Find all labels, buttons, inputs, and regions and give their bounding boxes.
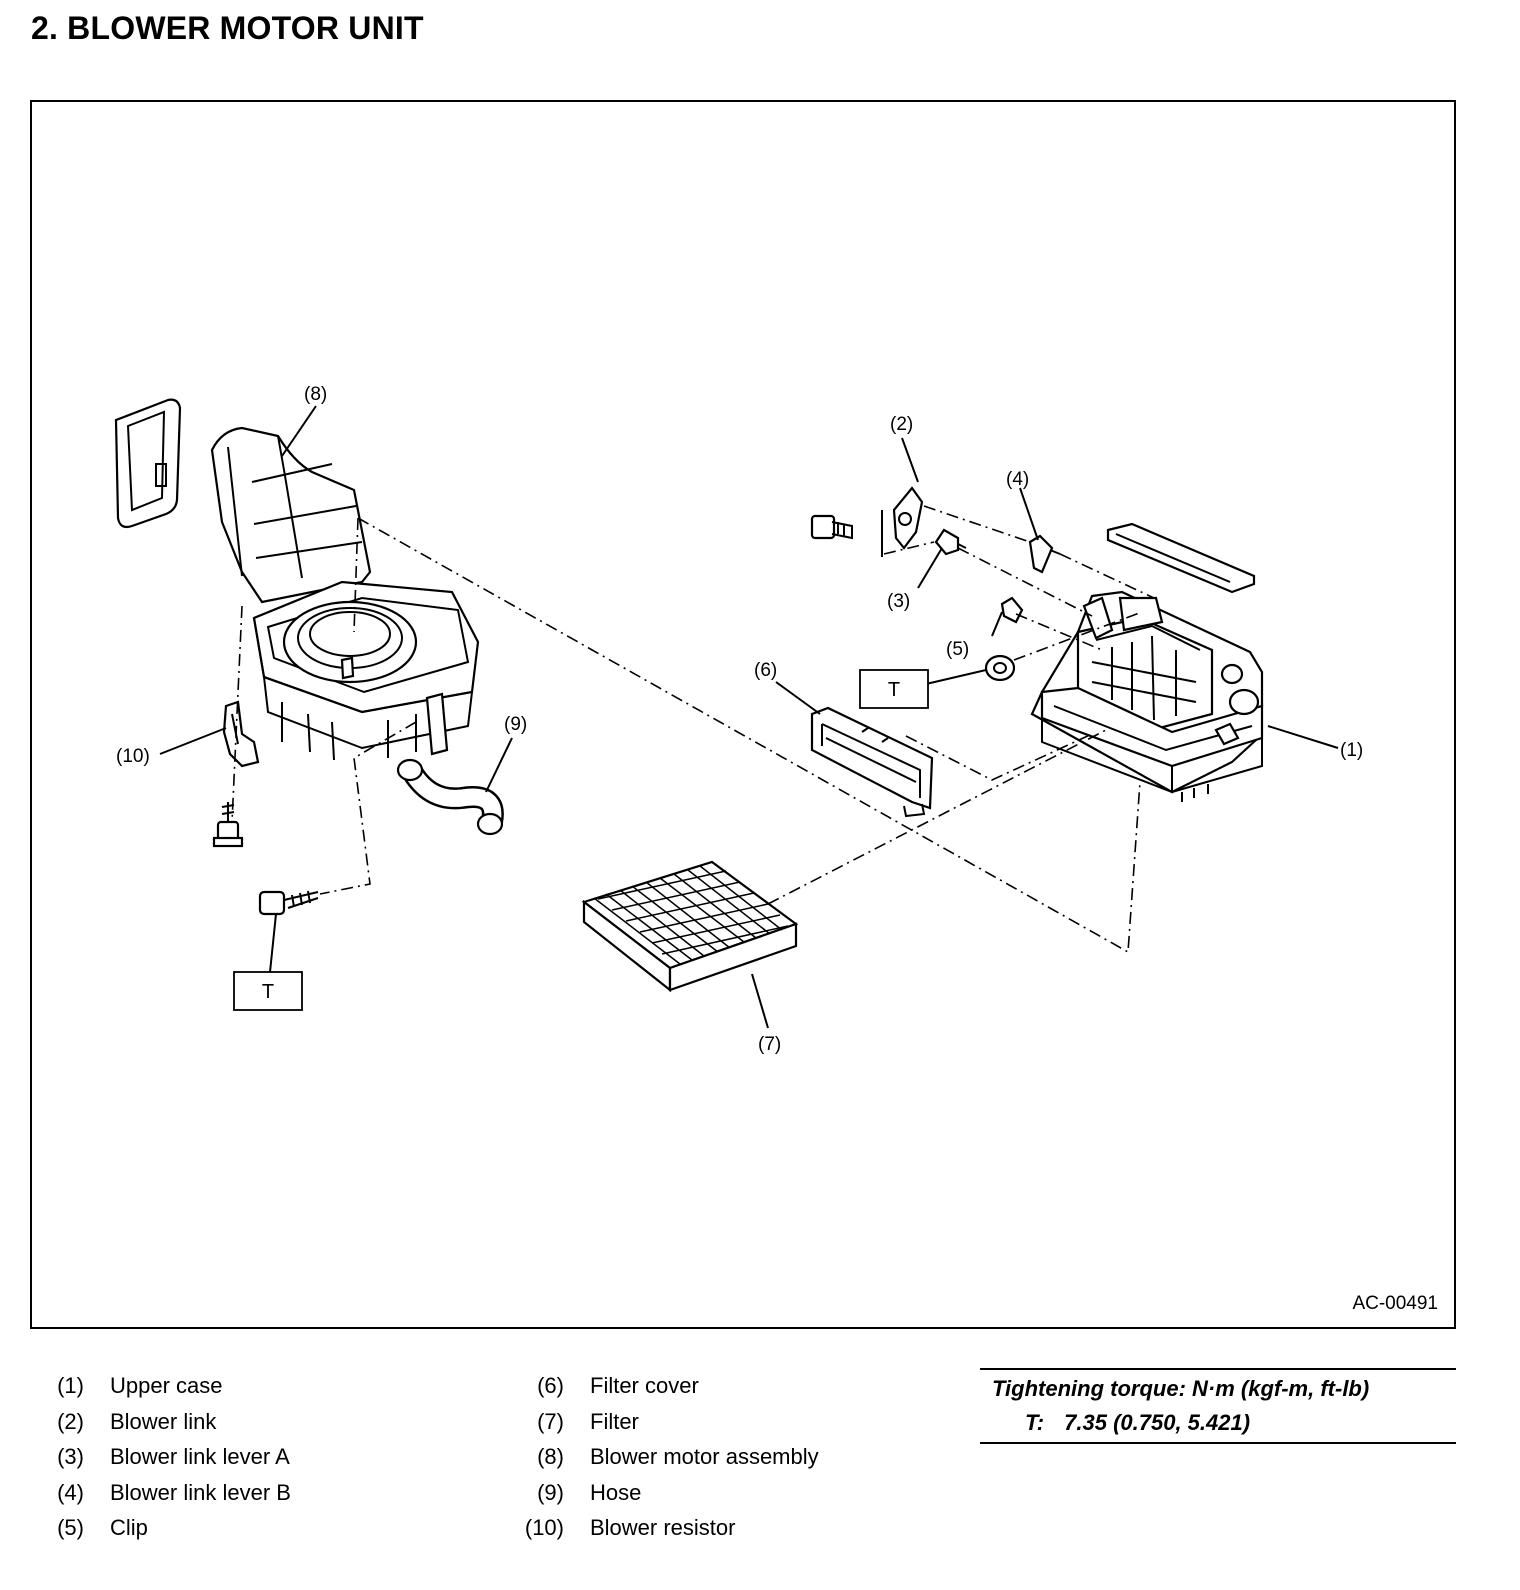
hose-part xyxy=(396,758,504,836)
exploded-view-diagram: (8) (2) (4) (3) (5) (6) (1) (10) (9) (7)… xyxy=(114,384,1363,1055)
callout-3: (3) xyxy=(887,591,910,612)
legend-item: (1) Upper case xyxy=(20,1373,460,1409)
upper-case-part xyxy=(1030,522,1264,802)
legend-number: (1) xyxy=(57,1373,84,1398)
legend-item: (9) Hose xyxy=(500,1480,940,1516)
filter-cover-part xyxy=(810,706,934,818)
torque-box-left: T xyxy=(233,971,303,1011)
legend-column-left: (1) Upper case (2) Blower link (3) Blower l… xyxy=(20,1373,460,1551)
legend-label: Filter cover xyxy=(590,1373,699,1398)
torque-value-row: T: 7.35 (0.750, 5.421) xyxy=(1025,1410,1270,1436)
torque-value: 7.35 (0.750, 5.421) xyxy=(1064,1410,1251,1435)
callout-9: (9) xyxy=(504,714,527,735)
callout-2: (2) xyxy=(890,414,913,435)
torque-heading: Tightening torque: N·m (kgf-m, ft-lb) xyxy=(992,1376,1370,1401)
callout-10: (10) xyxy=(116,746,150,767)
callout-7: (7) xyxy=(758,1034,781,1055)
blower-resistor-part xyxy=(222,700,260,768)
leader-lines xyxy=(159,405,1339,1029)
legend-number: (10) xyxy=(524,1515,564,1540)
nut-clip xyxy=(984,654,1016,682)
tightening-torque-table: Tightening torque: N·m (kgf-m, ft-lb) T:… xyxy=(980,1368,1456,1444)
blower-link-lever-b-part xyxy=(1028,534,1061,574)
legend-item: (5) Clip xyxy=(20,1515,460,1551)
legend-item: (6) Filter cover xyxy=(500,1373,940,1409)
legend-item: (8) Blower motor assembly xyxy=(500,1444,940,1480)
legend-item: (2) Blower link xyxy=(20,1409,460,1445)
legend-number: (2) xyxy=(57,1408,84,1434)
legend-label: Blower motor assembly xyxy=(590,1444,819,1469)
legend-label: Blower link xyxy=(110,1408,217,1434)
legend-column-right: (6) Filter cover (7) Filter (8) Blower moto… xyxy=(500,1373,940,1551)
assembly-guide-lines xyxy=(231,505,1155,954)
legend-number: (5) xyxy=(57,1515,84,1540)
legend-label: Upper case xyxy=(110,1373,223,1398)
callout-6: (6) xyxy=(754,660,777,681)
torque-box-right-label: T xyxy=(888,679,900,701)
callout-1: (1) xyxy=(1340,740,1363,761)
legend-number: (9) xyxy=(537,1479,564,1505)
legend-label: Hose xyxy=(590,1479,642,1505)
legend-label: Blower resistor xyxy=(590,1515,736,1540)
filter-part xyxy=(581,860,799,993)
legend-label: Blower link lever A xyxy=(110,1444,290,1469)
legend-label: Blower link lever B xyxy=(110,1479,291,1505)
legend-label: Clip xyxy=(110,1515,148,1540)
legend-item: (7) Filter xyxy=(500,1409,940,1445)
blower-link-part xyxy=(881,486,924,557)
legend-number: (8) xyxy=(537,1444,564,1469)
torque-box-left-label: T xyxy=(262,981,274,1003)
legend-item: (10) Blower resistor xyxy=(500,1515,940,1551)
page-title: 2. BLOWER MOTOR UNIT xyxy=(31,10,424,46)
callout-8: (8) xyxy=(304,384,327,405)
legend-number: (3) xyxy=(57,1444,84,1469)
blower-motor-assembly-part xyxy=(210,426,480,761)
screw-blower-link xyxy=(810,514,853,540)
legend-item: (3) Blower link lever A xyxy=(20,1444,460,1480)
torque-label: T: xyxy=(1025,1410,1045,1435)
legend-number: (6) xyxy=(537,1373,564,1398)
gasket-part xyxy=(114,398,182,529)
callout-4: (4) xyxy=(1006,469,1029,490)
screw-blower-motor xyxy=(258,890,319,916)
diagram-frame: (8) (2) (4) (3) (5) (6) (1) (10) (9) (7)… xyxy=(30,100,1456,1329)
figure-id: AC-00491 xyxy=(1352,1293,1438,1314)
torque-box-right: T xyxy=(859,669,929,709)
screw-resistor xyxy=(212,802,244,848)
clip-part xyxy=(1000,596,1024,624)
legend-label: Filter xyxy=(590,1408,639,1434)
legend-number: (7) xyxy=(537,1408,564,1434)
legend-item: (4) Blower link lever B xyxy=(20,1480,460,1516)
legend-number: (4) xyxy=(57,1479,84,1505)
callout-5: (5) xyxy=(946,639,969,660)
